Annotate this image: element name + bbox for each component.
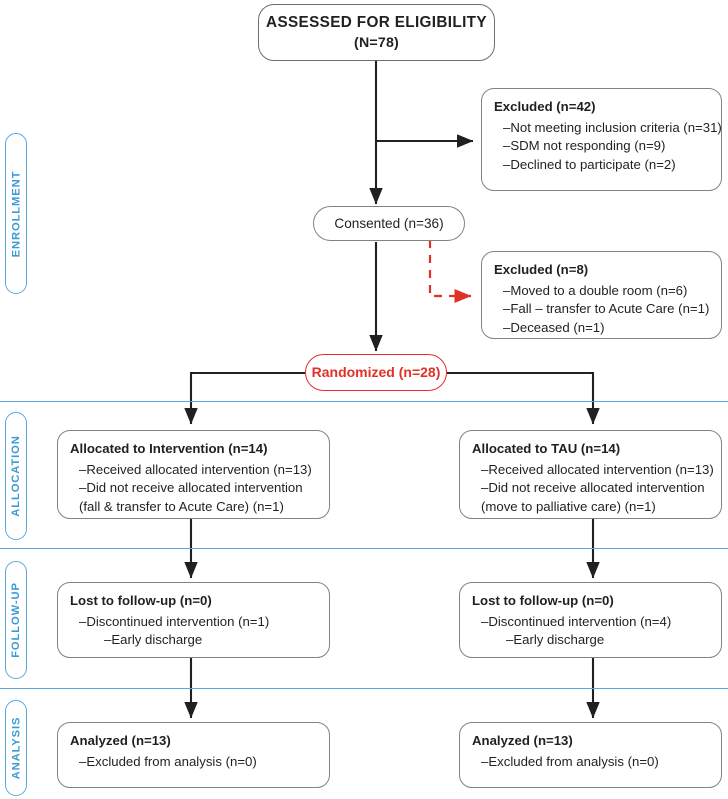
divider-enrollment-allocation xyxy=(0,401,728,402)
node-excluded-post-consent-item-2: –Fall – transfer to Acute Care (n=1) xyxy=(503,301,710,317)
node-randomized-title: Randomized (n=28) xyxy=(311,363,441,380)
node-followup-intervention-title: Lost to follow-up (n=0) xyxy=(70,593,212,608)
node-allocated-intervention-item-3: (fall & transfer to Acute Care) (n=1) xyxy=(79,499,284,515)
node-allocated-intervention-title: Allocated to Intervention (n=14) xyxy=(70,441,268,456)
node-excluded-screening-item-1: –Not meeting inclusion criteria (n=31) xyxy=(503,119,722,135)
node-analyzed-intervention: Analyzed (n=13) –Excluded from analysis … xyxy=(57,722,330,788)
node-followup-tau-item-1: –Discontinued intervention (n=4) xyxy=(481,613,672,629)
node-consented: Consented (n=36) xyxy=(313,206,465,241)
stage-label-enrollment-text: ENROLLMENT xyxy=(10,170,22,257)
node-allocated-tau-title: Allocated to TAU (n=14) xyxy=(472,441,621,456)
node-assessed-title: ASSESSED FOR ELIGIBILITY xyxy=(266,13,487,31)
node-analyzed-intervention-item-1: –Excluded from analysis (n=0) xyxy=(79,753,257,769)
node-followup-intervention: Lost to follow-up (n=0) –Discontinued in… xyxy=(57,582,330,658)
node-excluded-screening-item-3: –Declined to participate (n=2) xyxy=(503,157,676,173)
divider-allocation-followup xyxy=(0,548,728,549)
stage-label-followup-text: FOLLOW-UP xyxy=(10,582,23,658)
stage-label-analysis: ANALYSIS xyxy=(5,700,27,796)
node-followup-tau: Lost to follow-up (n=0) –Discontinued in… xyxy=(459,582,722,658)
node-excluded-screening-item-2: –SDM not responding (n=9) xyxy=(503,138,666,154)
node-allocated-tau-item-2: –Did not receive allocated intervention xyxy=(481,480,705,496)
node-followup-tau-title: Lost to follow-up (n=0) xyxy=(472,593,614,608)
node-allocated-tau-item-1: –Received allocated intervention (n=13) xyxy=(481,461,714,477)
node-excluded-post-consent-item-3: –Deceased (n=1) xyxy=(503,320,605,336)
node-followup-tau-item-2: –Early discharge xyxy=(506,632,605,648)
divider-followup-analysis xyxy=(0,688,728,689)
node-excluded-post-consent-item-1: –Moved to a double room (n=6) xyxy=(503,282,688,298)
node-assessed-subtitle: (N=78) xyxy=(354,35,399,52)
node-followup-intervention-item-1: –Discontinued intervention (n=1) xyxy=(79,613,270,629)
node-consented-title: Consented (n=36) xyxy=(334,215,444,231)
stage-label-allocation-text: ALLOCATION xyxy=(10,435,22,517)
node-allocated-intervention-item-1: –Received allocated intervention (n=13) xyxy=(79,461,312,477)
node-analyzed-tau-title: Analyzed (n=13) xyxy=(472,733,573,748)
node-allocated-intervention: Allocated to Intervention (n=14) –Receiv… xyxy=(57,430,330,519)
node-assessed-for-eligibility: ASSESSED FOR ELIGIBILITY (N=78) xyxy=(258,4,495,61)
node-analyzed-tau: Analyzed (n=13) –Excluded from analysis … xyxy=(459,722,722,788)
node-allocated-tau: Allocated to TAU (n=14) –Received alloca… xyxy=(459,430,722,519)
node-analyzed-tau-item-1: –Excluded from analysis (n=0) xyxy=(481,753,659,769)
node-allocated-intervention-item-2: –Did not receive allocated intervention xyxy=(79,480,303,496)
stage-label-enrollment: ENROLLMENT xyxy=(5,133,27,294)
node-excluded-post-consent-title: Excluded (n=8) xyxy=(494,262,589,277)
node-excluded-screening: Excluded (n=42) –Not meeting inclusion c… xyxy=(481,88,722,191)
node-randomized: Randomized (n=28) xyxy=(305,354,447,391)
node-excluded-screening-title: Excluded (n=42) xyxy=(494,99,596,114)
stage-label-followup: FOLLOW-UP xyxy=(5,561,27,679)
node-analyzed-intervention-title: Analyzed (n=13) xyxy=(70,733,171,748)
stage-label-analysis-text: ANALYSIS xyxy=(10,716,22,780)
node-followup-intervention-item-2: –Early discharge xyxy=(104,632,203,648)
node-allocated-tau-item-3: (move to palliative care) (n=1) xyxy=(481,499,656,515)
stage-label-allocation: ALLOCATION xyxy=(5,412,27,540)
node-excluded-post-consent: Excluded (n=8) –Moved to a double room (… xyxy=(481,251,722,339)
